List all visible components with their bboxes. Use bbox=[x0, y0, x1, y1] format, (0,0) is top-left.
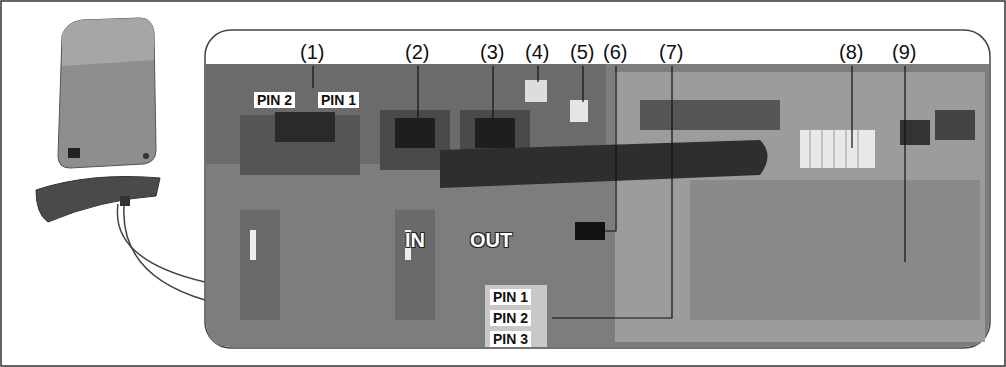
callout-number: (6) bbox=[603, 42, 627, 62]
callout-number: (5) bbox=[570, 42, 594, 62]
port-label: OUT bbox=[470, 230, 512, 250]
callout-number: (2) bbox=[405, 42, 429, 62]
port-label: IN bbox=[405, 230, 425, 250]
callout-number: (9) bbox=[892, 42, 916, 62]
callout-number: (1) bbox=[300, 42, 324, 62]
pin-label: PIN 2 bbox=[254, 92, 295, 108]
callout-number: (3) bbox=[480, 42, 504, 62]
callout-number: (8) bbox=[839, 42, 863, 62]
callout-number: (4) bbox=[525, 42, 549, 62]
pin-label: PIN 2 bbox=[490, 310, 531, 326]
callout-number: (7) bbox=[659, 42, 683, 62]
pin-label: PIN 1 bbox=[318, 92, 359, 108]
pin-label: PIN 1 bbox=[490, 289, 531, 305]
pin-label: PIN 3 bbox=[490, 331, 531, 347]
